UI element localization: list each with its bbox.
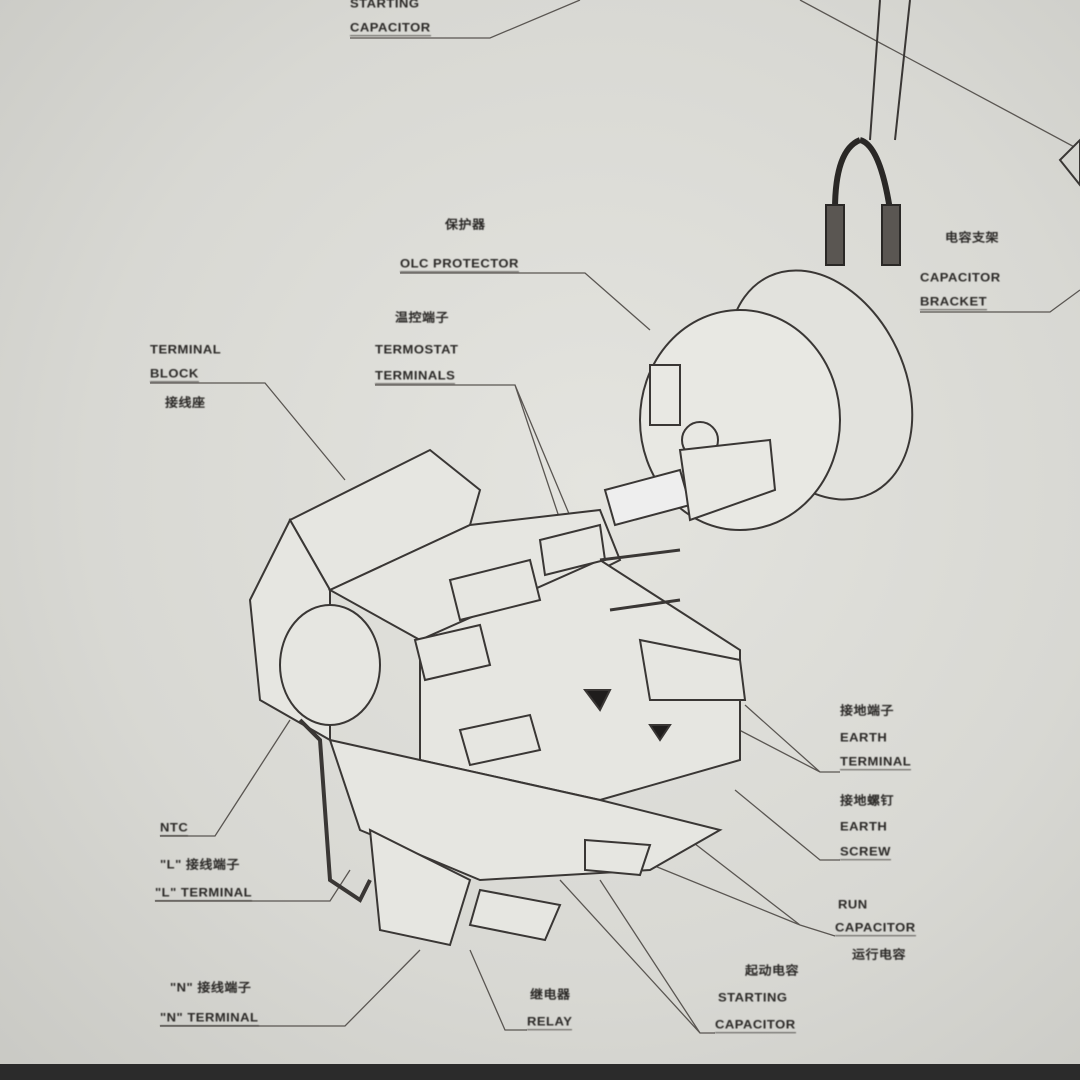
starting-capacitor-cn: 起动电容 <box>745 963 800 978</box>
terminal-block-line1: TERMINAL <box>150 342 222 357</box>
thermostat-terminals-line1: TERMOSTAT <box>375 342 459 357</box>
leader-lines <box>150 0 1080 1034</box>
capacitor-wires <box>825 0 1080 266</box>
earth-terminal-line1: EARTH <box>840 730 888 745</box>
starting-capacitor-line1: STARTING <box>718 990 788 1005</box>
olc-protector-en: OLC PROTECTOR <box>400 256 519 273</box>
olc-protector-cn: 保护器 <box>445 217 486 232</box>
terminal-block-assembly <box>248 448 747 947</box>
earth-screw-line2: SCREW <box>840 844 891 861</box>
l-terminal-cn: "L" 接线端子 <box>160 857 240 872</box>
terminal-block-line2: BLOCK <box>150 366 199 383</box>
olc-protector-drawing <box>603 269 914 531</box>
earth-terminal-cn: 接地端子 <box>840 703 895 718</box>
relay-cn: 继电器 <box>530 987 571 1002</box>
photo-bottom-edge <box>0 1064 1080 1080</box>
starting-capacitor-top-line2: CAPACITOR <box>350 20 431 37</box>
earth-screw-line1: EARTH <box>840 819 888 834</box>
thermostat-terminals-line2: TERMINALS <box>375 368 456 385</box>
capacitor-bracket-line1: CAPACITOR <box>920 270 1001 285</box>
n-terminal-cn: "N" 接线端子 <box>170 980 252 995</box>
relay-en: RELAY <box>527 1014 573 1031</box>
run-capacitor-line1: RUN <box>838 897 868 912</box>
earth-terminal-line2: TERMINAL <box>840 754 912 771</box>
terminal-block-cn: 接线座 <box>165 395 206 410</box>
capacitor-bracket-line2: BRACKET <box>920 294 988 311</box>
run-capacitor-cn: 运行电容 <box>852 947 907 962</box>
run-capacitor-line2: CAPACITOR <box>835 920 916 937</box>
starting-capacitor-top-line1: STARTING <box>350 0 420 11</box>
n-terminal-en: "N" TERMINAL <box>160 1010 259 1027</box>
capacitor-bracket-cn: 电容支架 <box>945 230 1000 245</box>
ntc-label: NTC <box>160 820 189 837</box>
thermostat-terminals-cn: 温控端子 <box>395 310 450 325</box>
earth-screw-cn: 接地螺钉 <box>840 793 895 808</box>
l-terminal-en: "L" TERMINAL <box>155 885 253 902</box>
starting-capacitor-line2: CAPACITOR <box>715 1017 796 1034</box>
